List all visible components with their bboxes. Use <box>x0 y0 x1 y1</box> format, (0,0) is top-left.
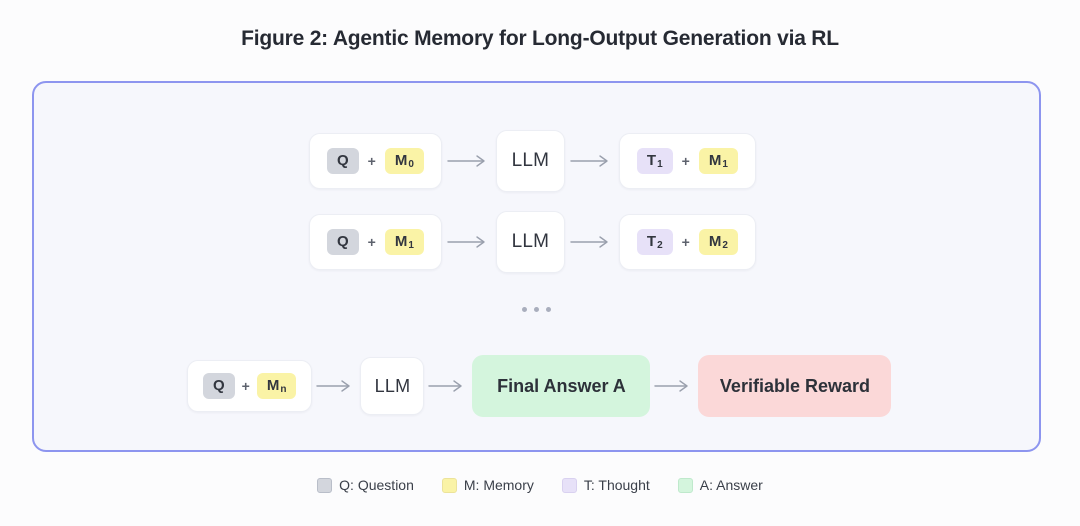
legend-item-memory: M: Memory <box>441 477 534 493</box>
chip-question-label: Q <box>337 152 349 170</box>
legend: Q: Question M: Memory T: Thought A: Answ… <box>0 477 1080 493</box>
legend-swatch-question-icon <box>317 477 333 493</box>
legend-item-thought: T: Thought <box>561 477 650 493</box>
plus-operator: + <box>681 153 690 169</box>
legend-label-thought: T: Thought <box>583 477 650 493</box>
ellipsis-dot <box>522 307 527 312</box>
chip-memory-label: M <box>708 152 722 170</box>
arrow-right-icon <box>442 232 496 252</box>
legend-item-question: Q: Question <box>317 477 414 493</box>
legend-label-answer: A: Answer <box>699 477 763 493</box>
verifiable-reward-box[interactable]: Verifiable Reward <box>698 355 892 417</box>
plus-operator: + <box>241 378 250 394</box>
plus-operator: + <box>367 153 376 169</box>
chip-memory-subscript: n <box>280 384 287 396</box>
page-title: Figure 2: Agentic Memory for Long-Output… <box>241 27 839 50</box>
arrow-right-icon <box>565 151 619 171</box>
chip-thought-subscript: 2 <box>657 240 663 252</box>
chip-thought-label: T <box>646 152 657 170</box>
arrow-right-icon <box>565 232 619 252</box>
chip-question: Q <box>327 229 359 255</box>
chip-memory-label: M <box>266 377 280 395</box>
chip-memory-label: M <box>708 233 722 251</box>
plus-operator: + <box>367 234 376 250</box>
chip-question: Q <box>203 373 235 399</box>
legend-swatch-thought-icon <box>561 477 577 493</box>
ellipsis-dot <box>546 307 551 312</box>
ellipsis-dot <box>534 307 539 312</box>
chip-thought-label: T <box>646 233 657 251</box>
chip-thought-subscript: 1 <box>657 159 663 171</box>
chip-memory-subscript: 2 <box>722 240 728 252</box>
chip-memory-subscript: 1 <box>408 240 414 252</box>
chip-question-label: Q <box>213 377 225 395</box>
chip-memory-label: M <box>394 233 408 251</box>
arrow-right-icon <box>650 376 698 396</box>
final-answer-box[interactable]: Final Answer A <box>472 355 651 417</box>
chip-question-label: Q <box>337 233 349 251</box>
chip-memory-subscript: 1 <box>722 159 728 171</box>
ellipsis-indicator <box>34 307 1039 312</box>
legend-swatch-answer-icon <box>677 477 693 493</box>
legend-swatch-memory-icon <box>441 477 457 493</box>
llm-box-step-n[interactable]: LLM <box>360 357 425 415</box>
chip-memory-label: M <box>394 152 408 170</box>
arrow-right-icon <box>442 151 496 171</box>
chip-question: Q <box>327 148 359 174</box>
chip-memory-subscript: 0 <box>408 159 414 171</box>
arrow-right-icon <box>312 376 360 396</box>
legend-item-answer: A: Answer <box>677 477 763 493</box>
plus-operator: + <box>681 234 690 250</box>
legend-label-memory: M: Memory <box>463 477 534 493</box>
arrow-right-icon <box>424 376 472 396</box>
legend-label-question: Q: Question <box>339 477 414 493</box>
llm-box-step-2[interactable]: LLM <box>495 211 565 273</box>
llm-box-step-1[interactable]: LLM <box>495 130 565 192</box>
